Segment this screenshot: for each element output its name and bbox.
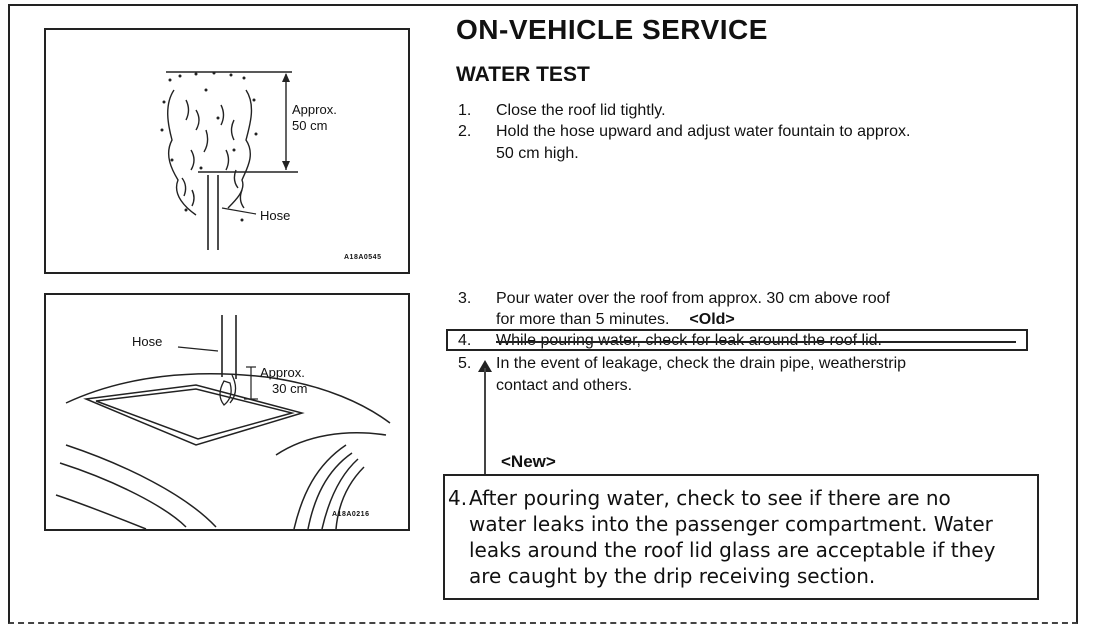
step-text: for more than 5 minutes. <box>496 311 670 328</box>
new-step-box <box>443 474 1039 600</box>
new-tag: <New> <box>501 452 556 471</box>
water-fountain-figure: Approx. 50 cm Hose A18A0545 <box>44 28 410 274</box>
page-heading: ON-VEHICLE SERVICE <box>456 14 768 45</box>
step-text: While pouring water, check for leak arou… <box>496 330 882 351</box>
new-step-line-2: water leaks into the passenger compartme… <box>469 512 993 536</box>
new-step-line-3: leaks around the roof lid glass are acce… <box>469 538 996 562</box>
step-text: Pour water over the roof from approx. 30… <box>496 290 890 307</box>
insert-arrow-icon <box>478 360 492 372</box>
step-number: 4. <box>458 332 472 349</box>
water-fountain-illustration <box>160 71 298 250</box>
section-heading: WATER TEST <box>456 63 590 86</box>
insert-arrow-line <box>484 368 486 474</box>
step-text: contact and others. <box>496 377 633 394</box>
step-number: 5. <box>458 355 472 372</box>
step-number: 2. <box>458 123 472 140</box>
new-step-line-1: After pouring water, check to see if the… <box>469 486 951 510</box>
figure-code: A18A0545 <box>344 254 382 261</box>
approx-label: Approx. <box>260 365 305 380</box>
figure-code: A18A0216 <box>332 511 370 518</box>
new-step-number: 4. <box>448 486 468 510</box>
step-text: In the event of leakage, check the drain… <box>496 355 907 372</box>
step-number: 3. <box>458 290 472 307</box>
step-text: Close the roof lid tightly. <box>496 102 666 119</box>
hose-label: Hose <box>132 334 163 349</box>
new-step-line-4: are caught by the drip receiving section… <box>469 564 876 588</box>
roof-water-test-figure: Hose Approx. 30 cm A18A0216 <box>44 293 410 531</box>
height-50cm-label: 50 cm <box>292 118 328 133</box>
hose-label: Hose <box>260 208 291 223</box>
old-step-box <box>446 329 1028 351</box>
old-tag: <Old> <box>689 311 735 328</box>
step-text: Hold the hose upward and adjust water fo… <box>496 123 911 140</box>
page-frame <box>8 4 1078 624</box>
strikethrough-line <box>496 341 1016 343</box>
step-number: 1. <box>458 102 472 119</box>
roof-illustration <box>55 315 391 529</box>
approx-label: Approx. <box>292 102 337 117</box>
step-text: 50 cm high. <box>496 145 579 162</box>
height-30cm-label: 30 cm <box>272 381 308 396</box>
